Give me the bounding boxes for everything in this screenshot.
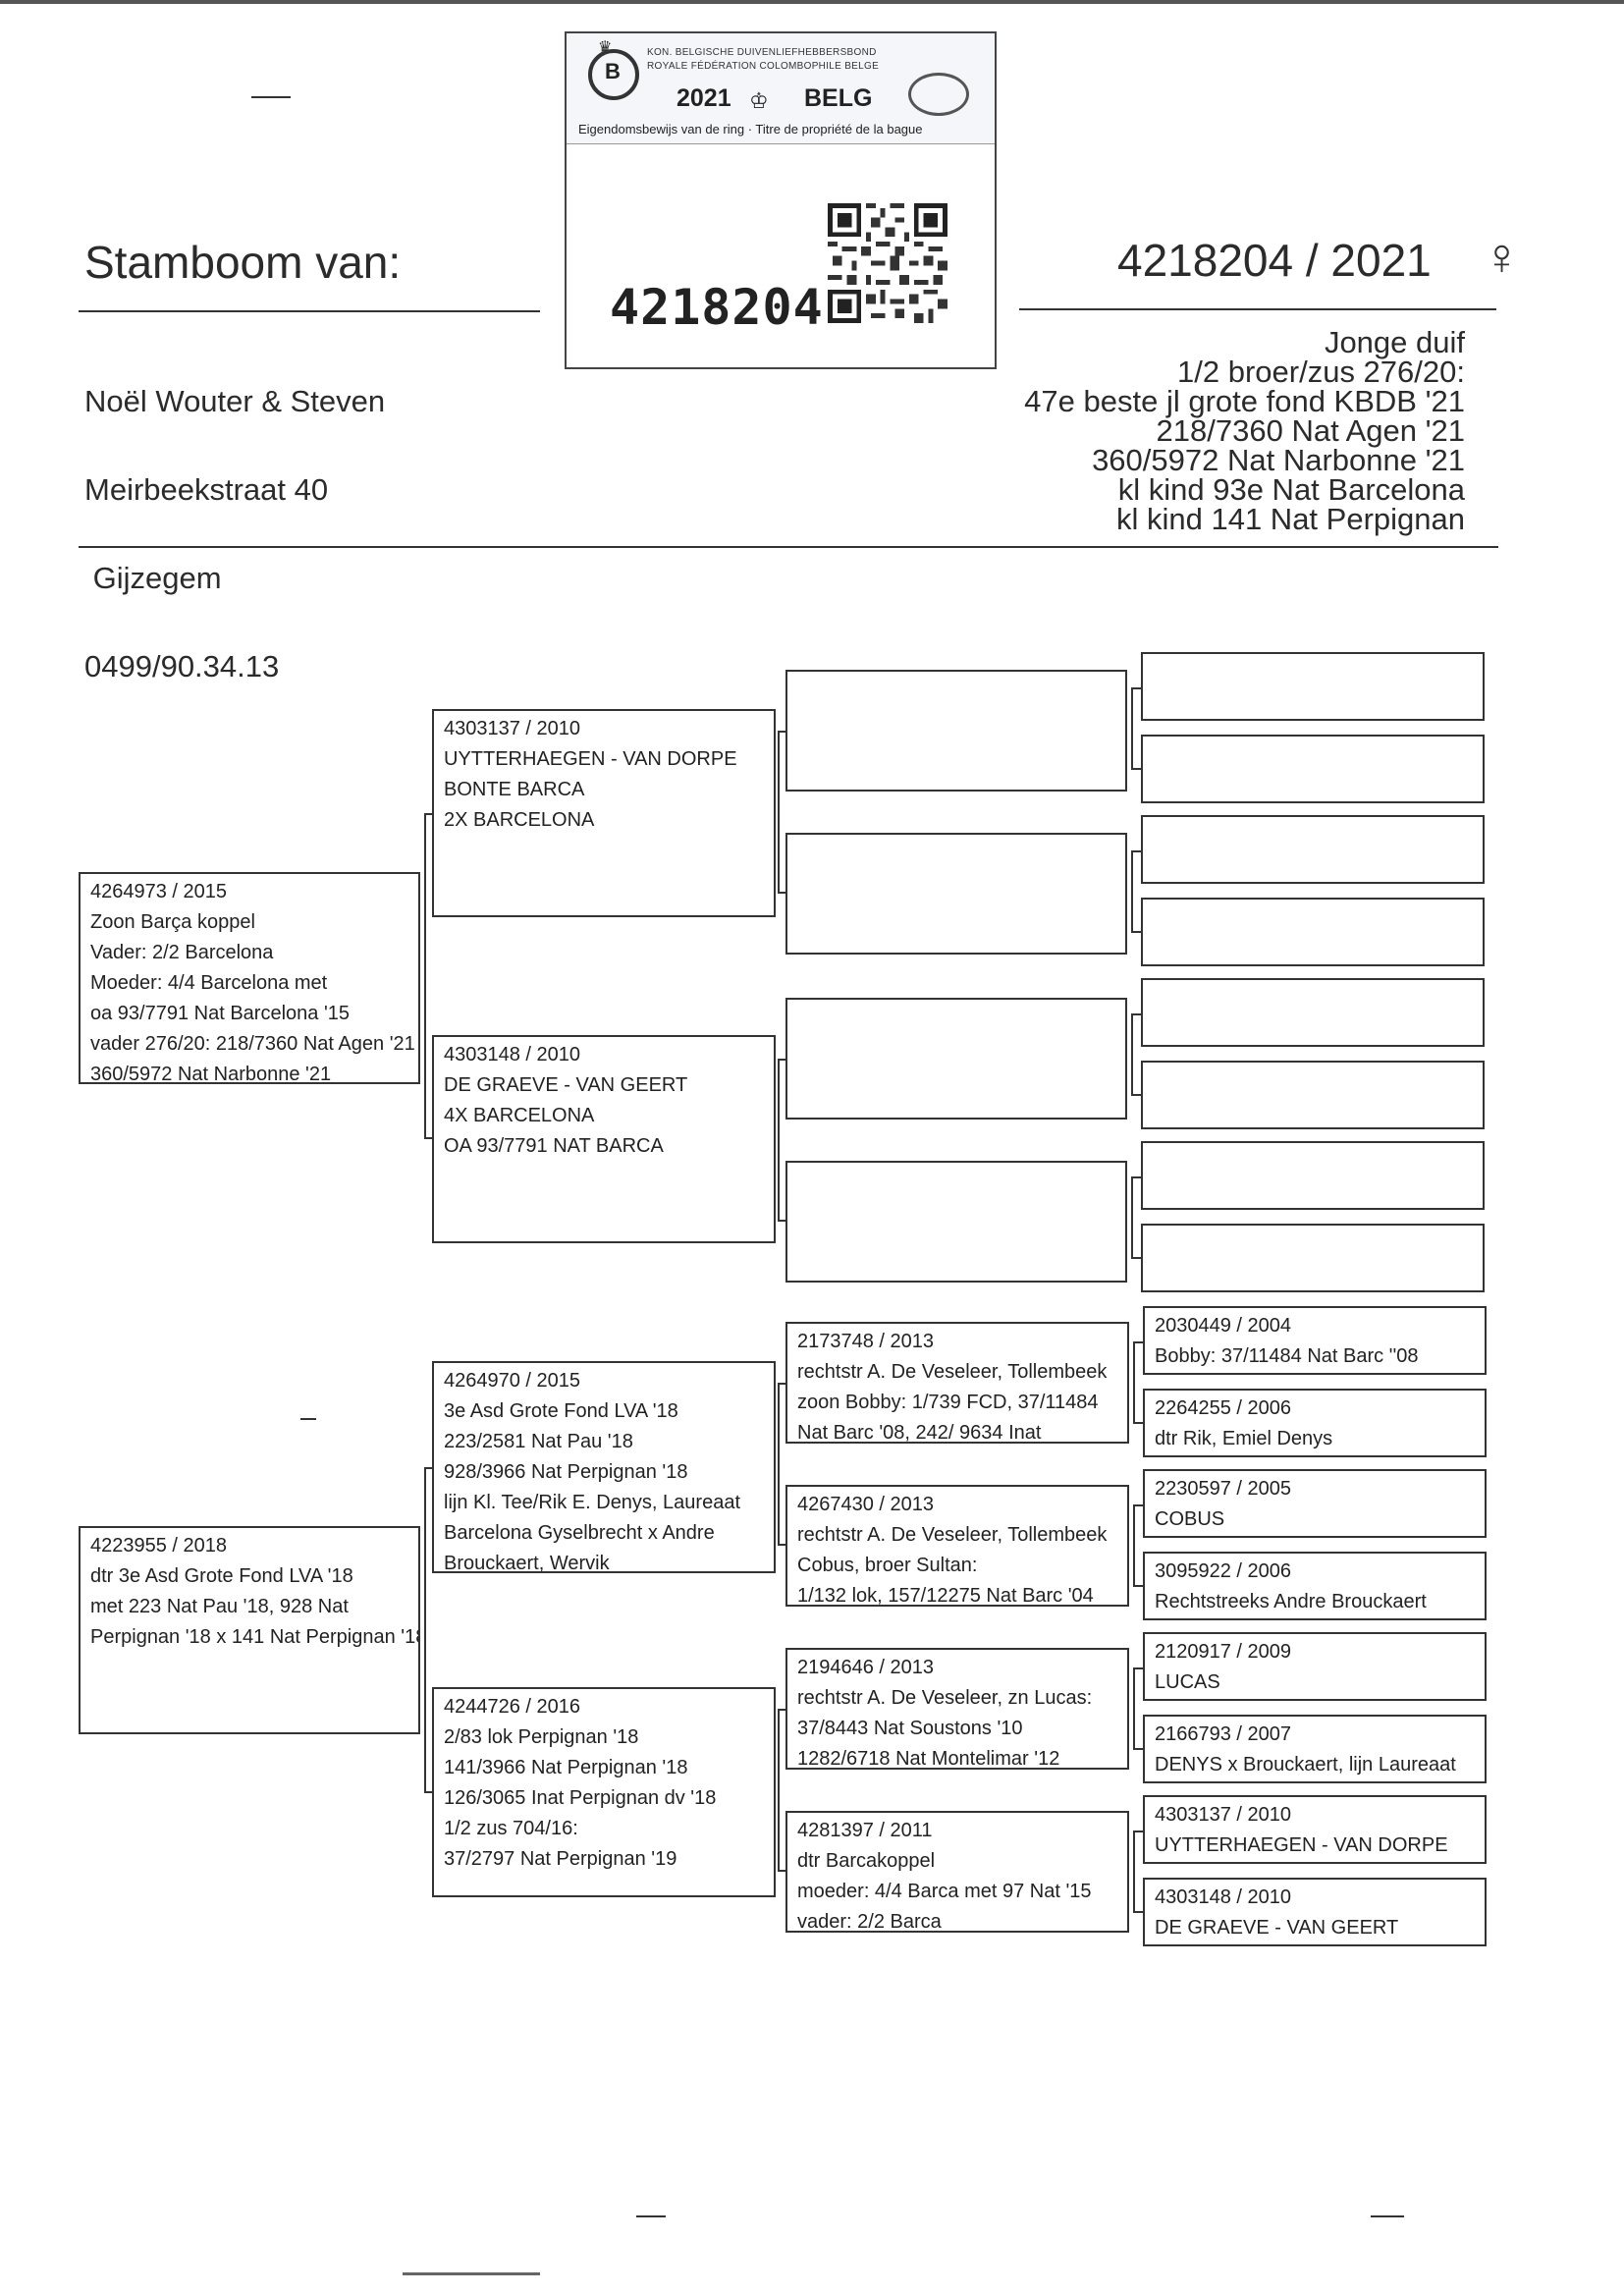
- scan-mark: [300, 1418, 316, 1420]
- gen4-box: [1141, 735, 1485, 803]
- scan-mark: [636, 2215, 666, 2217]
- connector: [1133, 1667, 1143, 1750]
- gen4-box: [1141, 1141, 1485, 1210]
- connector: [424, 813, 432, 1139]
- ring-card-number: 4218204: [610, 279, 824, 336]
- title-underline: [79, 310, 540, 312]
- gen3-box: [785, 670, 1127, 792]
- scan-mark: [1371, 2215, 1404, 2217]
- female-symbol-icon: ♀: [1483, 229, 1521, 286]
- globe-logo-icon: [908, 73, 969, 116]
- gen4-box: [1141, 978, 1485, 1047]
- ring-year: 2021: [677, 84, 731, 112]
- owner-city: Gijzegem: [84, 561, 222, 595]
- connector: [424, 1467, 432, 1793]
- gen4-box: [1141, 1224, 1485, 1292]
- gen4-box: [1141, 1061, 1485, 1129]
- ring-card: ♛ B KON. BELGISCHE DUIVENLIEFHEBBERSBOND…: [565, 31, 997, 369]
- info-line: kl kind 93e Nat Barcelona: [1117, 472, 1465, 507]
- connector: [1133, 1504, 1143, 1587]
- page-title: Stamboom van:: [84, 237, 402, 288]
- gen3-box: [785, 1161, 1127, 1283]
- ring-card-subtitle: Eigendomsbewijs van de ring · Titre de p…: [578, 122, 923, 137]
- gen4-box: [1141, 652, 1485, 721]
- crest-icon: ♔: [749, 88, 769, 113]
- owner-block: Noël Wouter & Steven Meirbeekstraat 40 G…: [84, 328, 385, 711]
- connector: [1131, 850, 1141, 933]
- scan-mark: [251, 96, 291, 98]
- org-name-fr: ROYALE FÉDÉRATION COLOMBOPHILE BELGE: [647, 61, 880, 72]
- gen3-box: [785, 833, 1127, 955]
- owner-phone: 0499/90.34.13: [84, 649, 280, 683]
- info-line: Jonge duif: [1324, 325, 1465, 359]
- connector: [1131, 1013, 1141, 1096]
- connector: [1131, 687, 1141, 770]
- owner-name: Noël Wouter & Steven: [84, 384, 386, 418]
- scan-mark: [403, 2272, 540, 2275]
- gen4-box: [1141, 898, 1485, 966]
- gen3-box: [785, 998, 1127, 1120]
- connector: [778, 1059, 785, 1222]
- info-line: kl kind 141 Nat Perpignan: [1115, 502, 1465, 536]
- connector: [1133, 1341, 1143, 1424]
- ring-card-header: ♛ B KON. BELGISCHE DUIVENLIEFHEBBERSBOND…: [567, 33, 995, 144]
- org-name-nl: KON. BELGISCHE DUIVENLIEFHEBBERSBOND: [647, 47, 877, 58]
- owner-street: Meirbeekstraat 40: [84, 472, 329, 507]
- ring-country: BELG: [804, 84, 873, 112]
- info-line: 360/5972 Nat Narbonne '21: [1092, 443, 1465, 477]
- info-line: 1/2 broer/zus 276/20:: [1177, 355, 1465, 389]
- bird-info: Jonge duif 1/2 broer/zus 276/20: 47e bes…: [1024, 325, 1465, 536]
- connector: [1131, 1176, 1141, 1259]
- gen4-box: [1141, 815, 1485, 884]
- qr-code-icon: [828, 203, 947, 323]
- header-divider: [79, 546, 1498, 548]
- connector: [778, 1383, 785, 1546]
- connector: [778, 1709, 785, 1872]
- scan-edge-line: [0, 0, 1624, 4]
- info-line: 218/7360 Nat Agen '21: [1156, 413, 1465, 448]
- connector: [1133, 1831, 1143, 1913]
- info-line: 47e beste jl grote fond KBDB '21: [1024, 384, 1465, 418]
- connector: [778, 731, 785, 894]
- kbdb-logo-icon: B: [588, 49, 639, 100]
- ring-underline: [1019, 308, 1496, 310]
- ring-number-title: 4218204 / 2021: [1117, 235, 1432, 286]
